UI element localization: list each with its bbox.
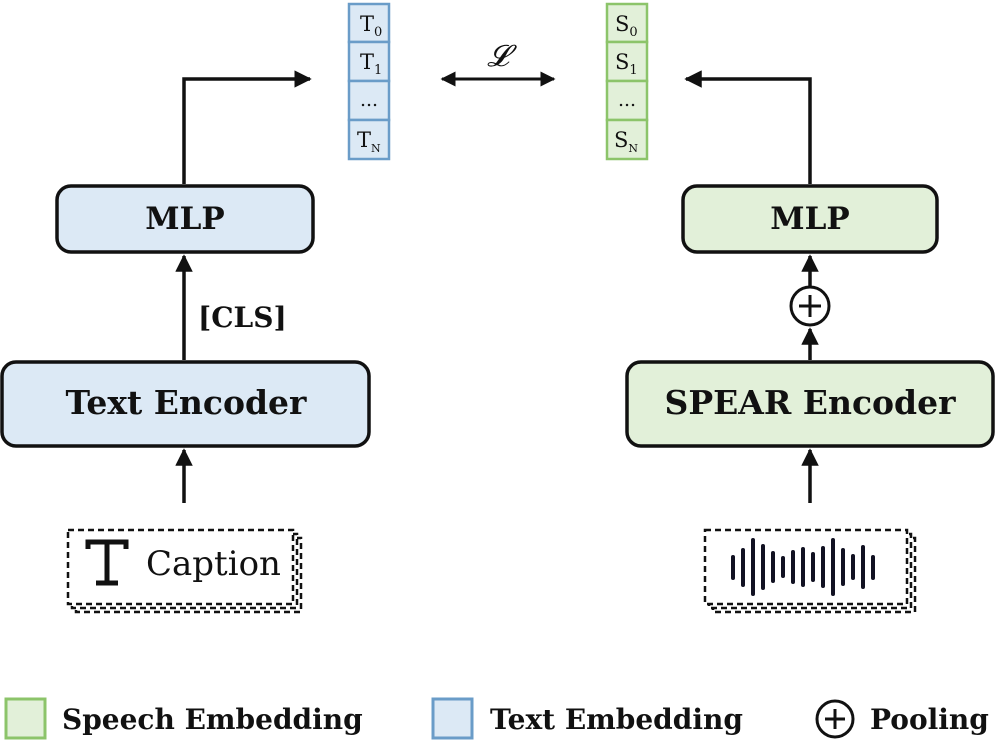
text-format-icon <box>85 539 129 586</box>
speech-embedding-cell: SN <box>614 128 638 155</box>
legend: Speech Embedding Text Embedding Pooling <box>4 697 989 740</box>
speech-embedding-cell: S0 <box>615 12 638 40</box>
text-embedding-cell: ... <box>360 89 378 111</box>
arrow-mlp-to-text-embedding <box>182 70 312 184</box>
speech-embedding-cell: S1 <box>615 50 638 78</box>
speech-mlp-block: MLP <box>681 184 939 254</box>
speech-embedding-cell: ... <box>618 89 636 111</box>
pooling-node <box>789 285 831 327</box>
text-mlp-label: MLP <box>145 201 224 237</box>
caption-label: Caption <box>146 544 281 584</box>
text-embedding-cell: TN <box>357 128 381 155</box>
text-embedding-cell: T1 <box>360 50 382 78</box>
spear-encoder-block: SPEAR Encoder <box>625 360 995 448</box>
legend-text-label: Text Embedding <box>490 703 743 736</box>
legend-pooling-label: Pooling <box>870 703 989 736</box>
speech-mlp-label: MLP <box>770 201 849 237</box>
legend-text-embedding: Text Embedding <box>431 697 743 740</box>
caption-input: Caption <box>66 528 303 614</box>
text-encoder-block: Text Encoder <box>0 360 371 448</box>
speech-embedding-vector: S0 S1 ... SN <box>605 2 649 161</box>
text-embedding-vector: T0 T1 ... TN <box>347 2 391 161</box>
legend-pooling: Pooling <box>815 699 989 739</box>
text-embedding-cell: T0 <box>360 12 382 40</box>
waveform-icon <box>731 538 875 596</box>
loss-label: 𝓛 <box>487 39 517 74</box>
spear-encoder-label: SPEAR Encoder <box>664 383 956 422</box>
legend-speech-embedding: Speech Embedding <box>4 697 363 740</box>
arrow-mlp-to-speech-embedding <box>684 70 812 184</box>
audio-input <box>703 528 917 614</box>
text-encoder-label: Text Encoder <box>66 383 307 422</box>
legend-speech-label: Speech Embedding <box>62 703 363 736</box>
text-mlp-block: MLP <box>55 184 315 254</box>
cls-token-label: [CLS] <box>198 301 287 334</box>
